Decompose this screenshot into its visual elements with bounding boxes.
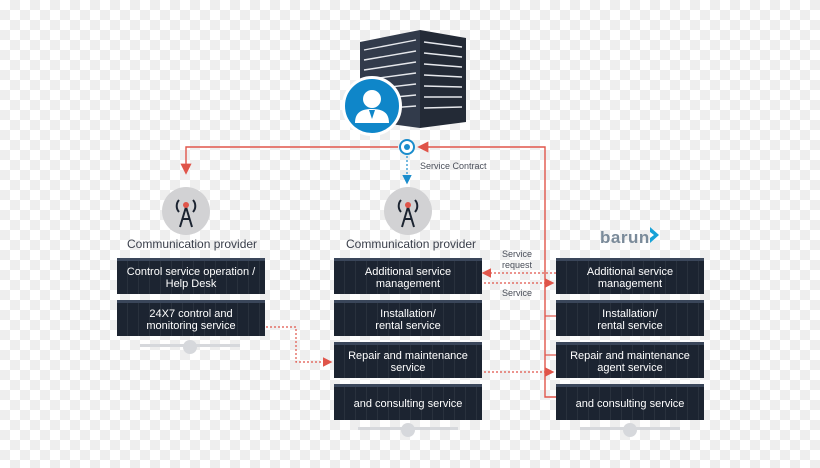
box-label: and consulting service: [575, 397, 685, 410]
monitoring-to-repair-line: [266, 326, 333, 367]
contract-hub-node: [399, 139, 415, 155]
left-tower: [162, 187, 210, 235]
box-label: Installation/ rental service: [375, 307, 441, 332]
middle-tower: [384, 187, 432, 235]
box-repair-maintenance: Repair and maintenance service: [334, 342, 482, 378]
service-contract-label: Service Contract: [420, 161, 487, 171]
box-control-service: Control service operation / Help Desk: [117, 258, 265, 294]
box-label: Installation/ rental service: [597, 307, 663, 332]
contract-line-right: [417, 141, 556, 398]
box-monitoring-service: 24X7 control and monitoring service: [117, 300, 265, 336]
barun-logo-text: barun: [600, 228, 650, 247]
middle-rack-foot: [401, 423, 415, 437]
barun-logo-icon: [650, 227, 659, 243]
box-consulting: and consulting service: [334, 384, 482, 420]
service-request-label: Service request: [502, 249, 533, 270]
box-label: Repair and maintenance service: [348, 349, 468, 374]
left-rack-foot: [183, 340, 197, 354]
contract-line-left: [180, 146, 398, 175]
box-barun-consulting: and consulting service: [556, 384, 704, 420]
right-rack-foot: [623, 423, 637, 437]
box-barun-additional-service: Additional service management: [556, 258, 704, 294]
box-label: and consulting service: [353, 397, 463, 410]
box-label: Repair and maintenance agent service: [570, 349, 690, 374]
tower-icon: [397, 199, 419, 228]
box-label: 24X7 control and monitoring service: [146, 307, 236, 332]
tower-icon: [175, 199, 197, 228]
service-label: Service: [502, 288, 533, 298]
person-avatar: [342, 76, 402, 136]
box-installation-rental: Installation/ rental service: [334, 300, 482, 336]
box-label: Control service operation / Help Desk: [126, 265, 256, 290]
middle-column-title: Communication provider: [346, 237, 477, 251]
box-label: Additional service management: [586, 265, 674, 290]
box-label: Additional service management: [364, 265, 452, 290]
box-barun-installation-rental: Installation/ rental service: [556, 300, 704, 336]
box-barun-repair-agent: Repair and maintenance agent service: [556, 342, 704, 378]
left-column-title: Communication provider: [127, 237, 258, 251]
box-additional-service: Additional service management: [334, 258, 482, 294]
person-icon: [355, 90, 389, 123]
